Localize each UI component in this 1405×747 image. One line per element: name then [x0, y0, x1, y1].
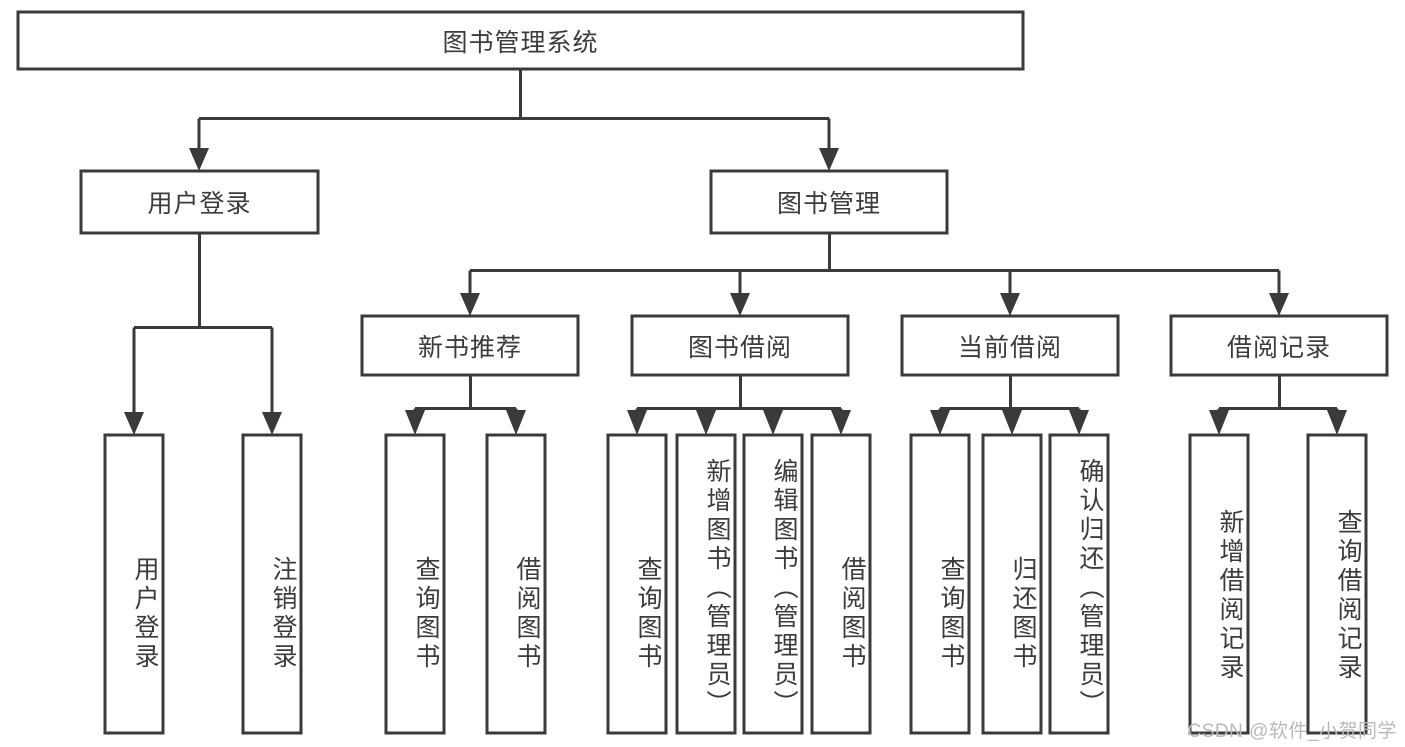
- arrow-head-leaf-borrow-book-2: [831, 410, 851, 435]
- arrow-head-new-book-rec: [460, 293, 480, 316]
- node-box-leaf-1[interactable]: [241, 433, 303, 735]
- arrow-head-leaf-user-login: [124, 412, 144, 435]
- node-box-leaf-12[interactable]: [1306, 433, 1368, 735]
- arrow-head-current-borrow: [1000, 293, 1020, 316]
- arrow-head-leaf-query-book-3: [930, 410, 950, 435]
- arrow-head-leaf-edit-book: [763, 410, 783, 435]
- node-box-leaf-11[interactable]: [1188, 433, 1250, 735]
- arrow-head-borrow-record: [1269, 293, 1289, 316]
- connector-group-current-borrow: [930, 375, 1089, 435]
- connector-group-root: [189, 69, 839, 171]
- arrow-head-book-borrow: [730, 293, 750, 316]
- node-box-borrow-record[interactable]: [1169, 314, 1389, 377]
- node-box-leaf-6[interactable]: [742, 433, 804, 735]
- arrow-head-leaf-add-book: [696, 410, 716, 435]
- arrow-head-user-login: [189, 148, 209, 171]
- arrow-head-leaf-confirm-return: [1069, 410, 1089, 435]
- connector-group-book-borrow: [627, 375, 851, 435]
- node-box-user-login[interactable]: [79, 169, 320, 235]
- node-box-leaf-10[interactable]: [1048, 433, 1110, 735]
- node-box-leaf-7[interactable]: [810, 433, 872, 735]
- node-box-leaf-9[interactable]: [981, 433, 1043, 735]
- node-box-leaf-2[interactable]: [384, 433, 446, 735]
- node-box-leaf-8[interactable]: [909, 433, 971, 735]
- node-box-leaf-0[interactable]: [103, 433, 165, 735]
- connector-group-book-mgmt: [460, 233, 1289, 316]
- arrow-head-leaf-query-record: [1327, 410, 1347, 435]
- connector-group-user-login: [124, 233, 282, 435]
- arrow-head-leaf-query-book-2: [627, 410, 647, 435]
- node-box-leaf-5[interactable]: [675, 433, 737, 735]
- arrow-head-leaf-query-book-1: [405, 410, 425, 435]
- node-box-new-book-rec[interactable]: [360, 314, 580, 377]
- arrow-head-leaf-return-book: [1002, 410, 1022, 435]
- arrow-head-book-mgmt: [819, 148, 839, 171]
- node-box-book-mgmt[interactable]: [709, 169, 949, 235]
- arrow-head-leaf-borrow-book-1: [506, 410, 526, 435]
- connector-group-new-book-rec: [405, 375, 526, 435]
- connector-group-borrow-record: [1209, 375, 1347, 435]
- arrow-head-leaf-add-record: [1209, 410, 1229, 435]
- node-box-root[interactable]: [16, 10, 1025, 71]
- node-box-leaf-4[interactable]: [606, 433, 668, 735]
- node-box-current-borrow[interactable]: [900, 314, 1120, 377]
- arrow-head-leaf-logout: [262, 412, 282, 435]
- node-box-leaf-3[interactable]: [485, 433, 547, 735]
- node-box-book-borrow[interactable]: [630, 314, 850, 377]
